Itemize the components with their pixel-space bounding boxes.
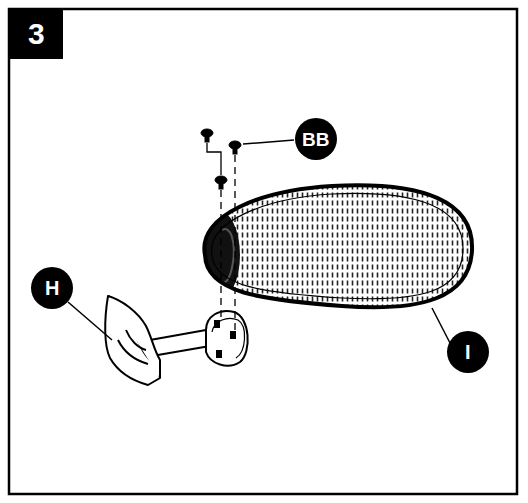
callout-circle (31, 267, 73, 309)
callout-label: I (465, 342, 471, 362)
callout-label: BB (302, 130, 329, 149)
seat-cushion (196, 185, 472, 307)
callout-circle (295, 118, 337, 160)
step-box (9, 9, 63, 59)
callout-circle (447, 331, 489, 373)
assembly-lines (207, 143, 235, 330)
bracket (105, 296, 248, 385)
leader-lines (68, 140, 450, 343)
step-number: 3 (28, 19, 45, 49)
frame (9, 9, 517, 494)
callout-label: H (45, 278, 59, 298)
